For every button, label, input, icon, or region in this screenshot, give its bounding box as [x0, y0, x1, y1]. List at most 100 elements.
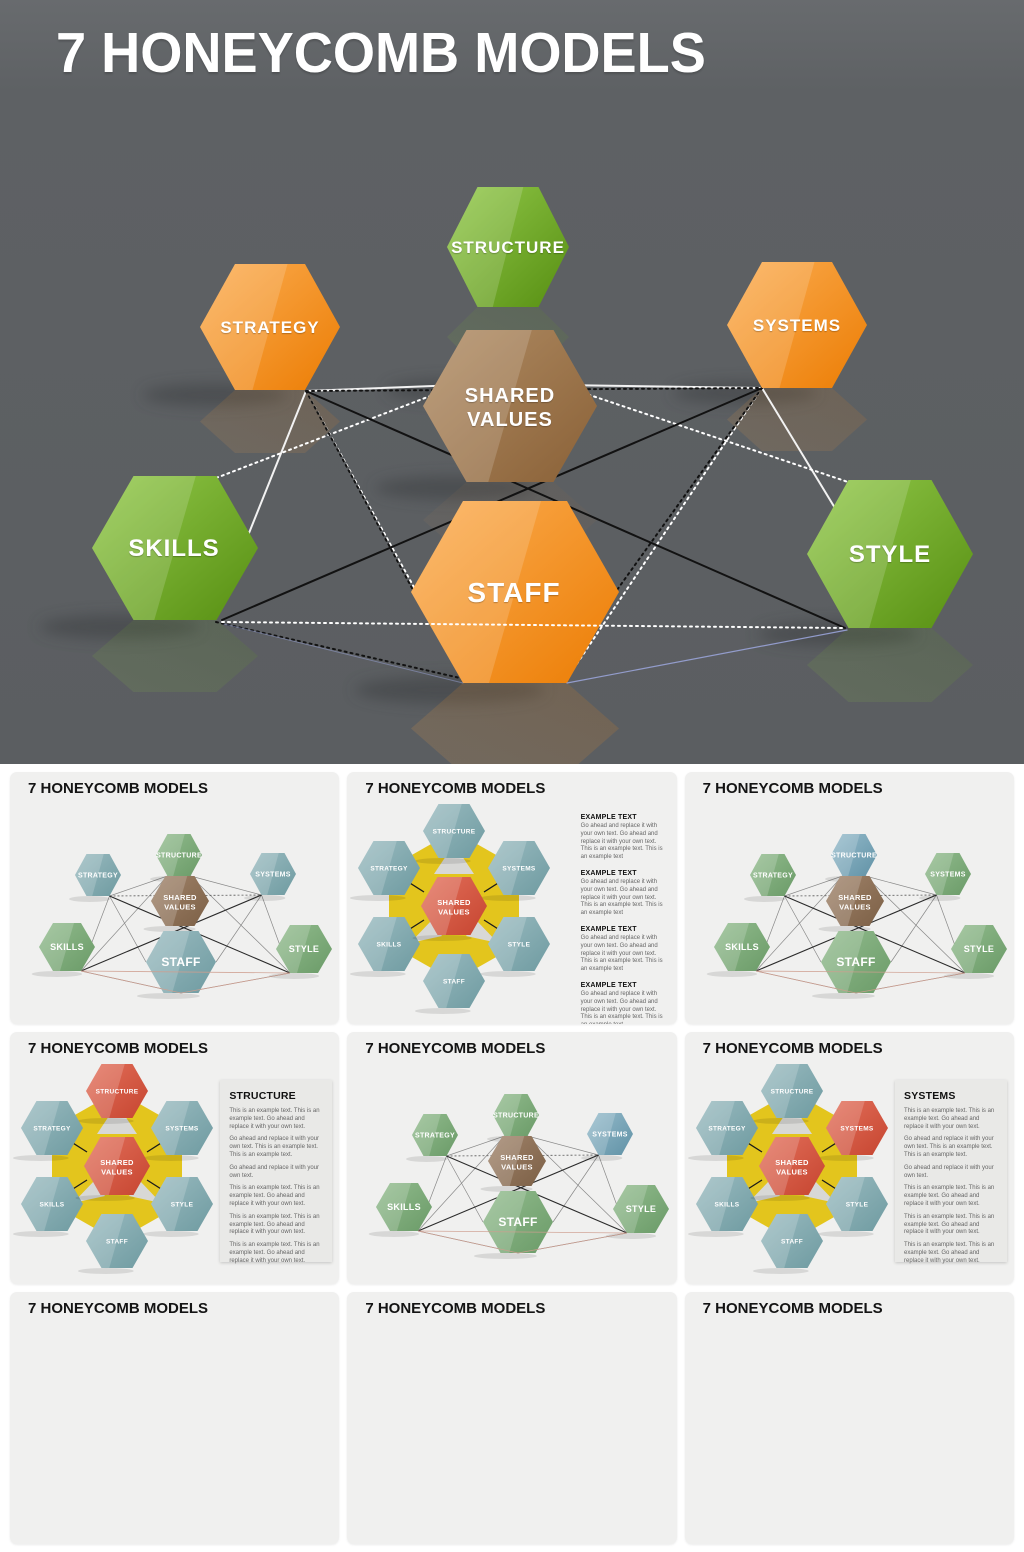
thumb-hex-skills: SKILLS [687, 1177, 758, 1237]
thumbnail-slide-9[interactable]: 7 HONEYCOMB MODELS [684, 1292, 1014, 1544]
example-text-heading: EXAMPLE TEXT [580, 869, 637, 877]
connector-lines [755, 875, 965, 994]
thumb-hex-systems: SYSTEMS [480, 841, 551, 901]
hex-systems: SYSTEMS [727, 262, 867, 388]
thumb-hex-strategy: STRATEGY [743, 854, 796, 902]
panel-paragraph: Go ahead and replace it with your own te… [229, 1136, 320, 1158]
connector-lines [418, 1135, 628, 1254]
systems-text-panel: SYSTEMS This is an example text. This is… [895, 1080, 1007, 1264]
thumb-hex-label: STRATEGY [33, 1125, 71, 1132]
thumb-hex-label: SYSTEMS [255, 871, 291, 878]
thumbnail-title: 7 HONEYCOMB MODELS [702, 780, 883, 797]
thumb-hex-label: SKILLS [714, 1201, 739, 1208]
thumbnail-grid: 7 HONEYCOMB MODELS STRUCTURE STRATEGY SYST… [0, 764, 1024, 1552]
connector-lines [64, 1137, 170, 1195]
panel-paragraph: This is an example text. This is an exam… [229, 1185, 320, 1207]
hexagons: STRUCTURE STRATEGY SYSTEMS SHARED VALUES [92, 187, 973, 683]
thumb-hex-skills: SKILLS [350, 917, 421, 977]
thumb-hex-label: SKILLS [387, 1202, 421, 1212]
panel-heading: STRUCTURE [229, 1090, 296, 1102]
thumb-hex-style: STYLE [817, 1177, 888, 1237]
thumb-hex-label: VALUES [438, 908, 470, 917]
thumb-hex-label: SYSTEMS [593, 1131, 629, 1138]
thumbnail-slide-3[interactable]: 7 HONEYCOMB MODELS STRUCTURE STRATEGY SYST… [684, 772, 1014, 1024]
panel-paragraph: This is an example text. This is an exam… [904, 1242, 995, 1264]
thumb-hex-skills: SKILLS [369, 1183, 433, 1237]
thumb-hex-style: STYLE [943, 925, 1007, 979]
thumb-hex-label: STAFF [781, 1238, 803, 1245]
thumb-hex-structure: STRUCTURE [487, 1094, 540, 1142]
thumb-hex-systems: SYSTEMS [244, 853, 296, 901]
hex-structure: STRUCTURE [447, 187, 569, 307]
thumb-hex-structure: STRUCTURE [77, 1064, 148, 1124]
thumb-hex-label: VALUES [101, 1168, 133, 1177]
example-text-section: EXAMPLE TEXT Go ahead and replace it wit… [581, 870, 669, 918]
connector-lines-front [221, 621, 848, 684]
thumb-hex-label: STAFF [161, 955, 200, 969]
example-text-section: EXAMPLE TEXT Go ahead and replace it wit… [581, 982, 669, 1024]
hex-style-label: STYLE [849, 541, 931, 568]
example-text-body: Go ahead and replace it with your own te… [580, 823, 663, 861]
thumb-hex-staff: STAFF [77, 1214, 148, 1274]
connector-lines [755, 970, 965, 994]
panel-paragraph: This is an example text. This is an exam… [904, 1185, 995, 1207]
thumb-hex-structure: STRUCTURE [824, 834, 877, 882]
hex-skills: SKILLS [92, 476, 258, 620]
thumb-hex-style: STYLE [480, 917, 551, 977]
connector-lines [784, 894, 937, 897]
flower-triangles [73, 1104, 161, 1203]
thumb-hex-strategy: STRATEGY [12, 1101, 83, 1161]
hex-shared-values-label-line1: SHARED [465, 385, 555, 407]
thumb-hex-label: VALUES [501, 1163, 533, 1172]
thumb-hex-label: STRATEGY [415, 1132, 455, 1139]
thumb-hex-label: VALUES [164, 903, 196, 912]
connector-lines [80, 875, 291, 994]
hex-staff: STAFF [411, 501, 619, 683]
hex-staff-label: STAFF [467, 577, 560, 608]
thumbnail-title: 7 HONEYCOMB MODELS [702, 1300, 883, 1317]
thumb-hex-label: STYLE [626, 1204, 657, 1214]
thumb-hex-label: SYSTEMS [930, 871, 966, 878]
thumb-hex-label: STRATEGY [371, 865, 409, 872]
thumb-hex-strategy: STRATEGY [687, 1101, 758, 1161]
thumb-hex-label: SKILLS [50, 942, 84, 952]
thumb-hex-label: SHARED [775, 1158, 809, 1167]
thumb-hex-label: SYSTEMS [503, 865, 537, 872]
flower-background-hexagon [52, 1091, 182, 1241]
thumbnail-slide-8[interactable]: 7 HONEYCOMB MODELS [347, 1292, 677, 1544]
thumb-hex-label: STAFF [106, 1238, 128, 1245]
thumb-hex-label: STRATEGY [753, 872, 793, 879]
thumb-hex-label: STRUCTURE [156, 852, 202, 859]
thumb-hex-skills: SKILLS [12, 1177, 83, 1237]
panel-paragraph: Go ahead and replace it with your own te… [904, 1136, 994, 1158]
thumb-hex-label: STYLE [289, 944, 320, 954]
thumb-hex-skills: SKILLS [706, 923, 770, 977]
flower-triangles [747, 1104, 836, 1203]
thumb-hex-label: VALUES [776, 1168, 808, 1177]
thumb-hex-label: STRATEGY [708, 1125, 746, 1132]
thumb-hex-label: SHARED [100, 1158, 134, 1167]
thumb-hex-staff: STAFF [136, 931, 216, 999]
thumb-hex-skills: SKILLS [31, 923, 95, 977]
panel-paragraph: This is an example text. This is an exam… [904, 1213, 995, 1236]
thumb-hex-label: STYLE [508, 941, 531, 948]
thumb-hex-staff: STAFF [415, 954, 486, 1014]
thumb-hex-label: SHARED [438, 898, 472, 907]
thumb-hex-style: STYLE [142, 1177, 213, 1237]
hex-style: STYLE [807, 480, 973, 628]
example-text-section: EXAMPLE TEXT Go ahead and replace it wit… [581, 926, 669, 974]
thumbnail-slide-7[interactable]: 7 HONEYCOMB MODELS [10, 1292, 340, 1544]
thumb-hex-label: SKILLS [377, 941, 402, 948]
thumb-hex-label: STYLE [963, 944, 994, 954]
panel-paragraph: This is an example text. This is an exam… [229, 1242, 320, 1264]
thumb-hex-label: STYLE [171, 1201, 194, 1208]
hex-structure-label: STRUCTURE [451, 238, 565, 257]
